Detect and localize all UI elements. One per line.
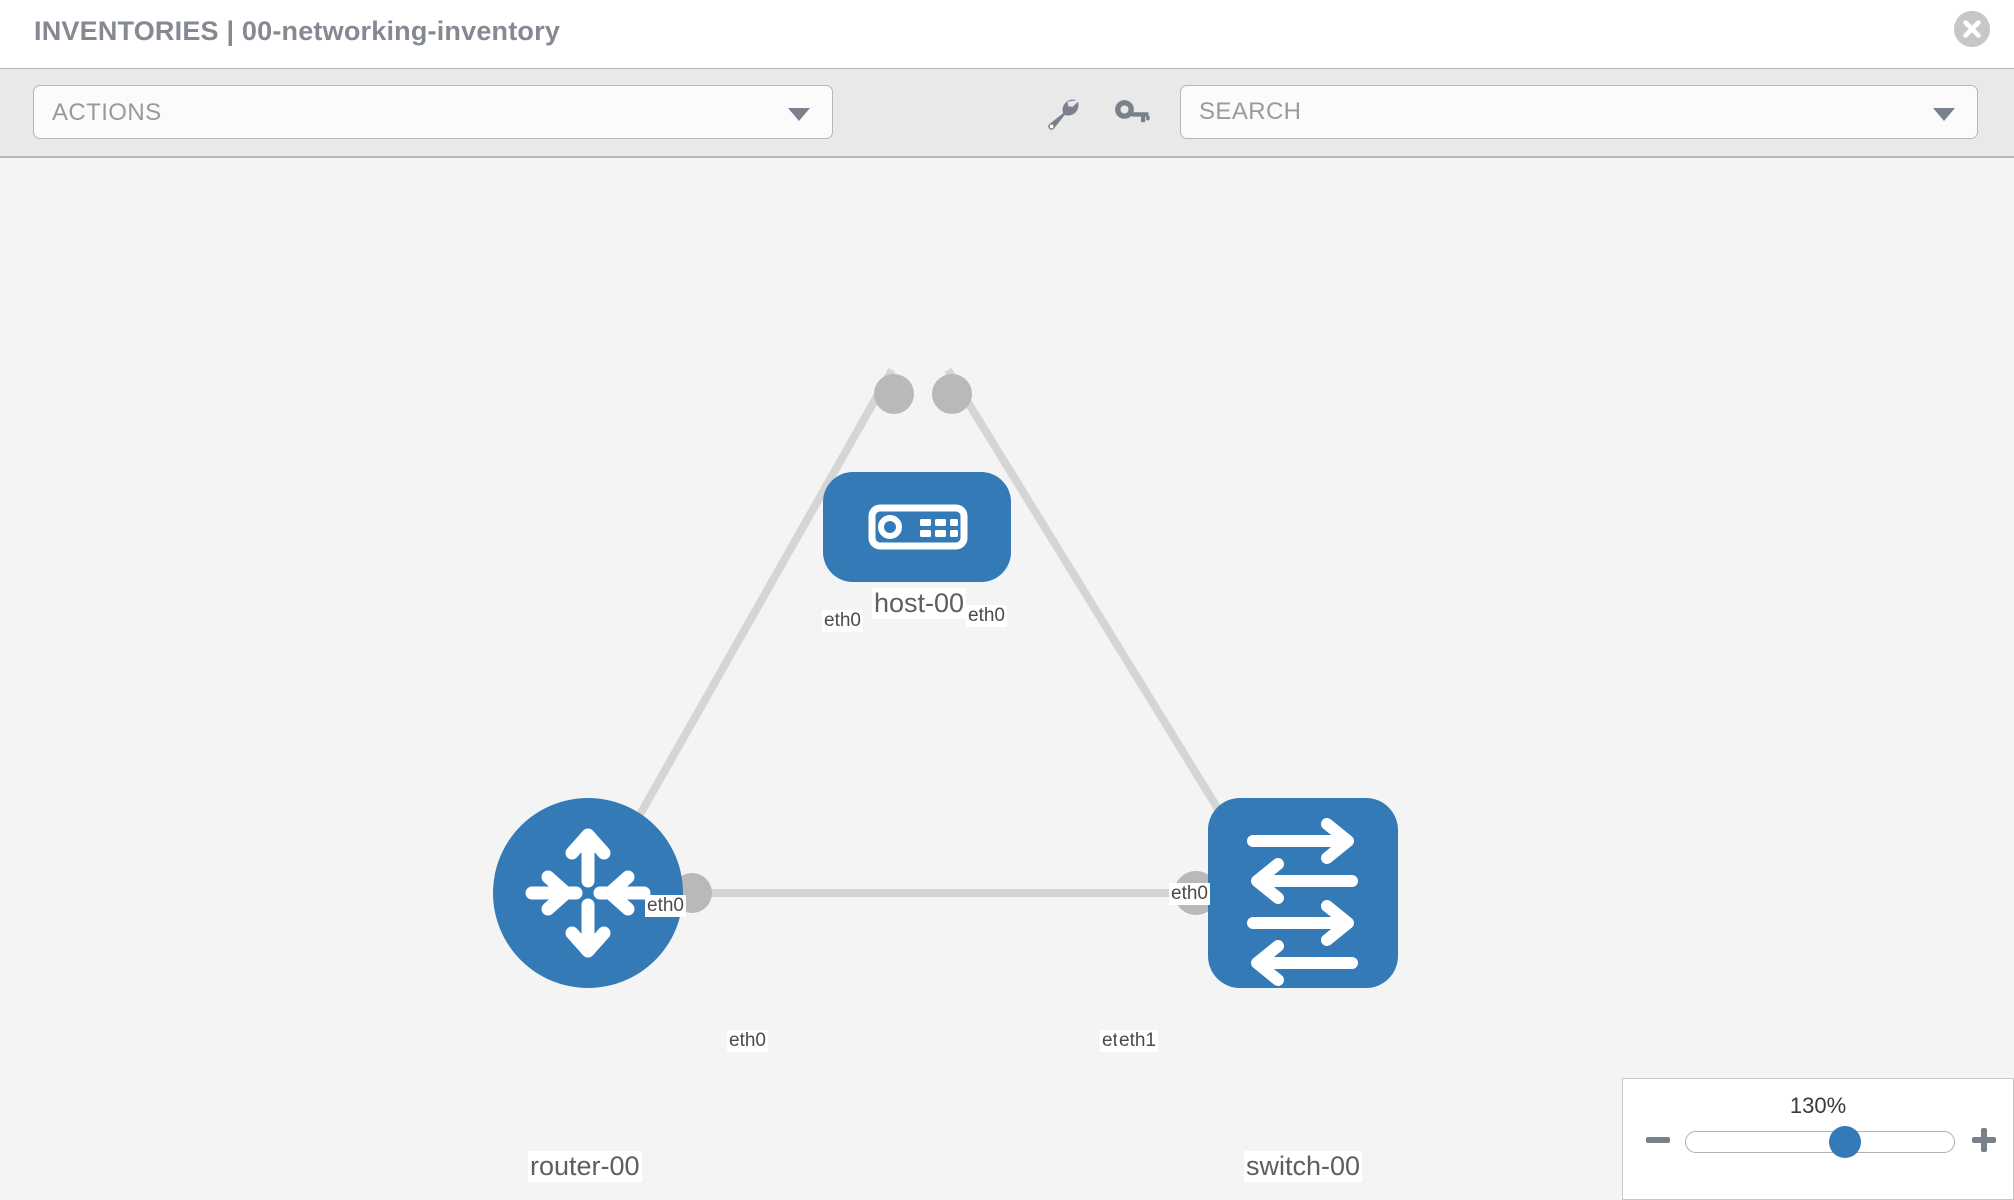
- zoom-control-panel: 130%: [1622, 1078, 2014, 1200]
- connector-host-left: [874, 374, 914, 414]
- key-icon[interactable]: [1112, 96, 1152, 132]
- close-icon[interactable]: [1954, 11, 1990, 47]
- topology-graph: [493, 367, 1398, 988]
- topology-canvas[interactable]: host-00 router-00 switch-00 eth0 eth0 et…: [0, 158, 2014, 1200]
- node-label-switch-00: switch-00: [1244, 1151, 1363, 1182]
- edge-host-router: [596, 368, 896, 887]
- zoom-slider[interactable]: [1685, 1126, 1955, 1158]
- actions-dropdown-label: ACTIONS: [52, 99, 162, 126]
- edge-host-switch: [944, 367, 1246, 851]
- node-label-router-00: router-00: [528, 1151, 642, 1182]
- zoom-level-label: 130%: [1789, 1093, 1847, 1118]
- topology-edges: [596, 367, 1246, 897]
- zoom-in-button[interactable]: [1969, 1125, 1999, 1155]
- node-host-00[interactable]: [823, 472, 1011, 582]
- search-input[interactable]: [1181, 86, 1977, 138]
- zoom-out-button[interactable]: [1643, 1125, 1673, 1155]
- toolbar: ACTIONS: [0, 68, 2014, 158]
- page-header: INVENTORIES | 00-networking-inventory: [0, 0, 2014, 68]
- node-label-host-00: host-00: [872, 588, 967, 619]
- page-title: INVENTORIES | 00-networking-inventory: [34, 16, 561, 46]
- edge-label-host-router: eth0: [822, 610, 863, 632]
- topology-connectors: [672, 374, 1255, 915]
- edge-label-host-switch: eth0: [966, 605, 1007, 627]
- router-arrows-icon: [525, 828, 651, 958]
- edge-label-router-host: eth0: [645, 895, 686, 917]
- server-icon: [868, 504, 968, 550]
- chevron-down-icon: [1933, 108, 1955, 121]
- wrench-icon[interactable]: [1043, 96, 1083, 132]
- node-switch-00[interactable]: [1208, 798, 1398, 988]
- edge-label-switch-router: eth1: [1117, 1030, 1158, 1052]
- node-router-00[interactable]: [493, 798, 683, 988]
- search-box[interactable]: [1180, 85, 1978, 139]
- connector-host-right: [932, 374, 972, 414]
- zoom-slider-thumb[interactable]: [1829, 1126, 1861, 1158]
- edge-label-switch-host: eth0: [1169, 883, 1210, 905]
- edge-label-router-switch: eth0: [727, 1030, 768, 1052]
- actions-dropdown[interactable]: ACTIONS: [33, 85, 833, 139]
- chevron-down-icon: [788, 108, 810, 121]
- switch-arrows-icon: [1247, 818, 1358, 986]
